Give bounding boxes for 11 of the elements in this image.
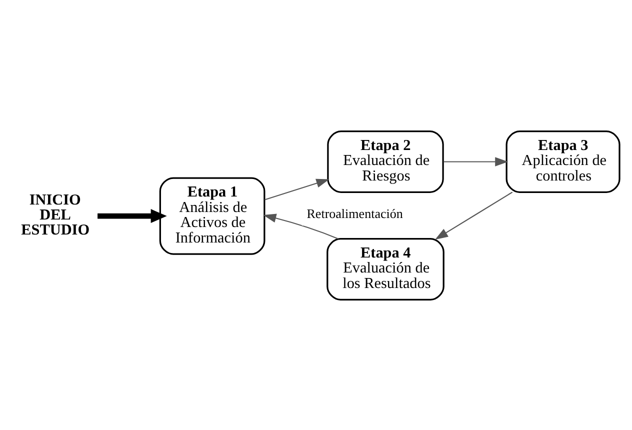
node-box: Etapa 2 Evaluación de Riesgos — [327, 130, 444, 192]
edge-label: Retroalimentación — [306, 206, 403, 221]
arrow — [434, 191, 513, 240]
node-box: Etapa 3 Aplicación de controles — [506, 130, 620, 192]
node-box: Etapa 1 Análisis de Activos de Información — [159, 176, 266, 254]
arrow — [263, 213, 339, 239]
arrow — [444, 156, 508, 166]
arrow — [98, 208, 167, 223]
node-text: INICIO DEL ESTUDIO — [21, 190, 90, 238]
arrow — [264, 178, 330, 200]
node-box: Etapa 4 Evaluación de los Resultados — [326, 238, 444, 300]
